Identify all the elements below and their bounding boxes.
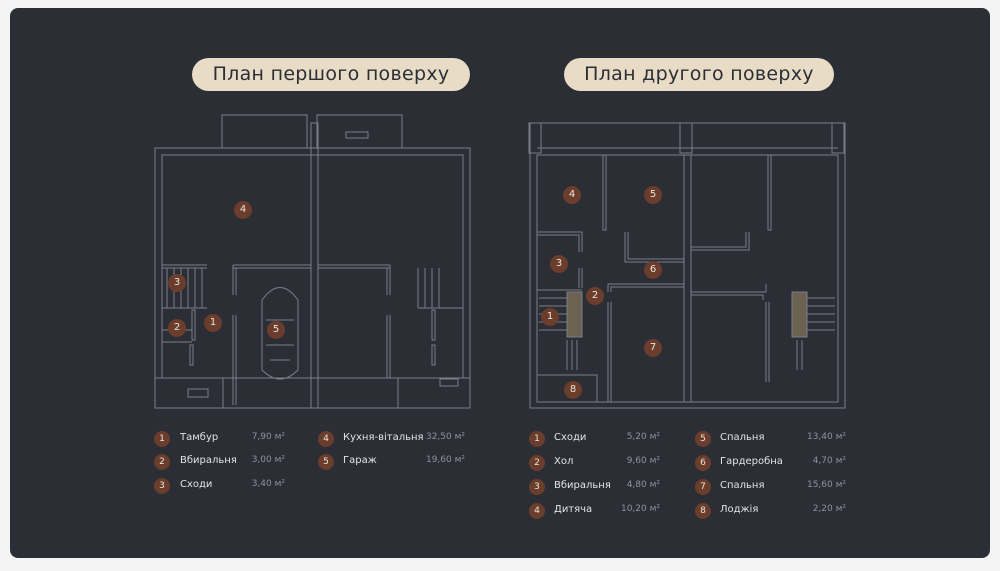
second-floor-title: План другого поверху: [564, 58, 834, 91]
legend-room-name: Тамбур: [180, 432, 219, 443]
legend-number: 6: [695, 455, 711, 471]
room-marker-2[interactable]: 2: [168, 319, 186, 337]
room-marker-3[interactable]: 3: [168, 274, 186, 292]
legend-room-name: Сходи: [554, 432, 587, 443]
room-marker-6[interactable]: 6: [644, 261, 662, 279]
legend-number: 2: [529, 455, 545, 471]
legend-room-name: Дитяча: [554, 504, 593, 515]
legend-number: 3: [529, 479, 545, 495]
legend-room-name: Сходи: [180, 479, 213, 490]
legend-room-area: 5,20 м²: [626, 432, 660, 442]
room-marker-2[interactable]: 2: [586, 287, 604, 305]
legend-room-area: 19,60 м²: [425, 455, 465, 465]
legend-room-area: 32,50 м²: [425, 432, 465, 442]
room-marker-5[interactable]: 5: [267, 321, 285, 339]
legend-room-area: 4,80 м²: [626, 480, 660, 490]
legend-number: 5: [318, 454, 334, 470]
legend-number: 1: [529, 431, 545, 447]
room-marker-7[interactable]: 7: [644, 339, 662, 357]
legend-room-area: 2,20 м²: [812, 504, 846, 514]
room-marker-3[interactable]: 3: [550, 255, 568, 273]
legend-room-area: 10,20 м²: [620, 504, 660, 514]
first-floor-plan: [154, 114, 471, 409]
legend-room-area: 7,90 м²: [251, 432, 285, 442]
legend-room-name: Лоджія: [720, 504, 759, 515]
room-marker-1[interactable]: 1: [204, 314, 222, 332]
legend-number: 3: [154, 478, 170, 494]
legend-room-area: 15,60 м²: [806, 480, 846, 490]
room-marker-5[interactable]: 5: [644, 186, 662, 204]
legend-room-name: Хол: [554, 456, 574, 467]
legend-room-name: Спальня: [720, 480, 765, 491]
legend-number: 1: [154, 431, 170, 447]
legend-number: 2: [154, 454, 170, 470]
first-floor-title: План першого поверху: [192, 58, 470, 91]
legend-room-area: 3,00 м²: [251, 455, 285, 465]
legend-number: 8: [695, 503, 711, 519]
room-marker-1[interactable]: 1: [541, 308, 559, 326]
legend-room-name: Вбиральня: [554, 480, 611, 491]
room-marker-4[interactable]: 4: [563, 186, 581, 204]
legend-room-area: 4,70 м²: [812, 456, 846, 466]
car-icon: [261, 287, 299, 380]
legend-room-name: Вбиральня: [180, 455, 237, 466]
room-marker-4[interactable]: 4: [234, 201, 252, 219]
second-floor-plan: [528, 122, 846, 409]
legend-room-name: Кухня-вітальня: [343, 432, 424, 443]
legend-room-area: 3,40 м²: [251, 479, 285, 489]
room-marker-8[interactable]: 8: [564, 381, 582, 399]
legend-room-area: 9,60 м²: [626, 456, 660, 466]
legend-room-name: Гараж: [343, 455, 377, 466]
legend-number: 4: [318, 431, 334, 447]
legend-room-name: Спальня: [720, 432, 765, 443]
legend-number: 5: [695, 431, 711, 447]
legend-room-name: Гардеробна: [720, 456, 783, 467]
legend-number: 4: [529, 503, 545, 519]
legend-room-area: 13,40 м²: [806, 432, 846, 442]
legend-number: 7: [695, 479, 711, 495]
